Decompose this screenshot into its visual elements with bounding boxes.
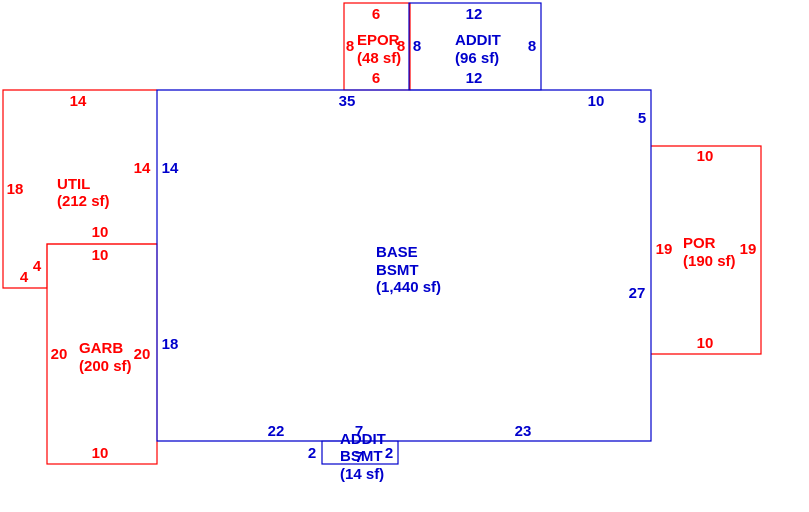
- util-dim-bottom: 10: [92, 224, 109, 241]
- epor-area: (48 sf): [357, 50, 401, 67]
- por-label: POR: [683, 235, 716, 252]
- addit-top-area: (96 sf): [455, 50, 499, 67]
- addit-bottom-label-1: ADDIT: [340, 431, 386, 448]
- base-dim-left-lower: 18: [162, 336, 179, 353]
- garb-dim-bottom: 10: [92, 445, 109, 462]
- garb-dim-right: 20: [134, 346, 151, 363]
- garb-dim-left: 20: [51, 346, 68, 363]
- por-outline: [651, 145, 762, 355]
- por-dim-top: 10: [697, 148, 714, 165]
- base-dim-top: 35: [339, 93, 356, 110]
- base-dim-left-upper: 14: [162, 160, 179, 177]
- util-dim-notch-b: 4: [33, 258, 42, 275]
- garb-area: (200 sf): [79, 358, 132, 375]
- addit-top-dim-right: 8: [528, 38, 536, 55]
- addit-top-dim-bottom: 12: [466, 70, 483, 87]
- por-dim-left: 19: [656, 241, 673, 258]
- epor-dim-bottom: 6: [372, 70, 380, 87]
- base-label-1: BASE: [376, 244, 418, 261]
- addit-bottom-dim-bottom: 7: [355, 449, 363, 466]
- util-dim-notch-a: 4: [20, 269, 29, 286]
- epor-label: EPOR: [357, 32, 400, 49]
- base-area: (1,440 sf): [376, 279, 441, 296]
- por-dim-bottom: 10: [697, 335, 714, 352]
- base-dim-right: 27: [629, 285, 646, 302]
- base-dim-right-upper: 5: [638, 110, 646, 127]
- epor-dim-left: 8: [346, 38, 354, 55]
- por-area: (190 sf): [683, 253, 736, 270]
- util-dim-left: 18: [7, 181, 24, 198]
- addit-bottom-label-2: BSMT: [340, 448, 383, 465]
- util-area: (212 sf): [57, 193, 110, 210]
- addit-top-dim-top: 12: [466, 6, 483, 23]
- addit-bottom-outline: [321, 440, 399, 465]
- epor-dim-top: 6: [372, 6, 380, 23]
- base-dim-top-right: 10: [588, 93, 605, 110]
- base-dim-bottom-right: 23: [515, 423, 532, 440]
- garb-dim-top: 10: [92, 247, 109, 264]
- addit-bottom-area: (14 sf): [340, 466, 384, 483]
- garb-label: GARB: [79, 340, 123, 357]
- epor-dim-right: 8: [397, 38, 405, 55]
- addit-top-label: ADDIT: [455, 32, 501, 49]
- base-outline: [156, 89, 652, 442]
- addit-bottom-dim-top: 7: [355, 423, 363, 440]
- addit-bottom-dim-left: 2: [308, 445, 316, 462]
- por-dim-right: 19: [740, 241, 757, 258]
- util-dim-top: 14: [70, 93, 87, 110]
- util-label: UTIL: [57, 176, 90, 193]
- addit-top-dim-left: 8: [413, 38, 421, 55]
- addit-bottom-dim-right: 2: [385, 445, 393, 462]
- util-dim-right: 14: [134, 160, 151, 177]
- base-dim-bottom-left: 22: [268, 423, 285, 440]
- base-label-2: BSMT: [376, 262, 419, 279]
